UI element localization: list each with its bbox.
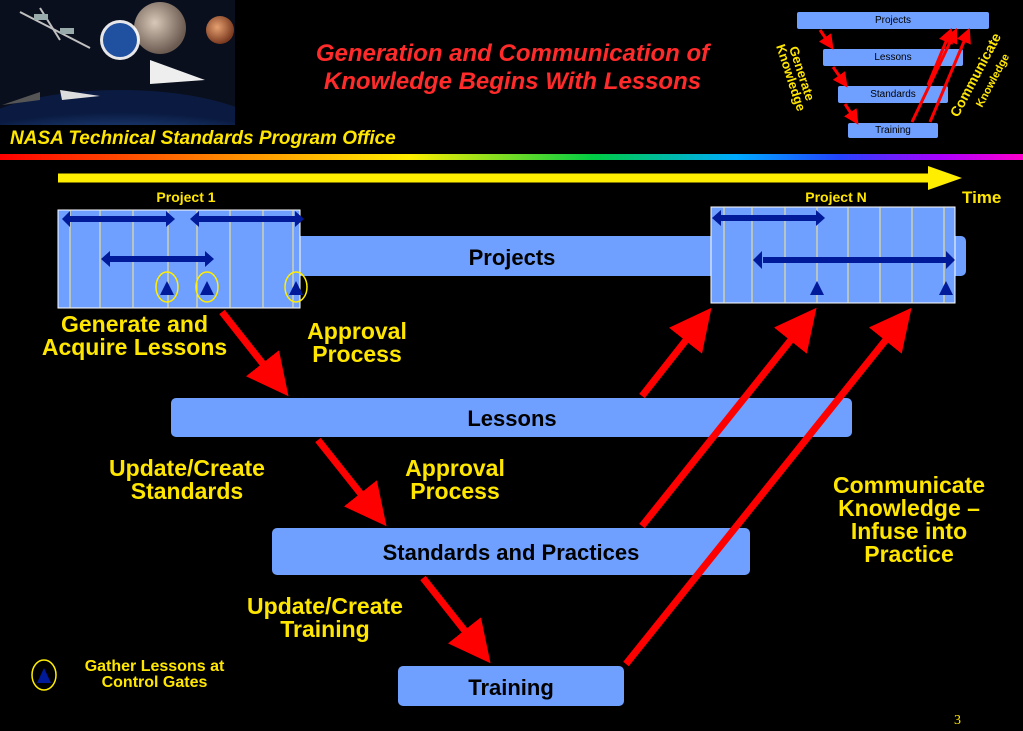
- standards-bar: [272, 528, 750, 575]
- mini-arrow-communicate-3: [926, 27, 953, 86]
- legend-line-1: Gather Lessons at: [84, 658, 225, 675]
- page-number: 3: [954, 713, 961, 728]
- title-line-2: Knowledge Begins With Lessons: [323, 68, 702, 95]
- mini-arrow-generate-2: [831, 66, 848, 88]
- lessons-bar-label: Lessons: [467, 406, 556, 431]
- label-approval1-line-2: Process: [312, 341, 402, 367]
- arrow-training-to-projects: [623, 307, 912, 667]
- time-arrow-head: [928, 166, 962, 190]
- projects-bar-label: Projects: [469, 245, 556, 270]
- arrow-lessons-to-projects: [639, 307, 712, 399]
- mini-bar-standards: Standards: [838, 86, 948, 103]
- arrow-lessons-to-standards: [315, 437, 387, 527]
- label-communicate-line-4: Practice: [864, 541, 954, 567]
- label-update-std-line-1: Update/Create: [109, 455, 265, 481]
- label-generate-line-1: Generate and: [61, 311, 208, 337]
- label-generate-line-2: Acquire Lessons: [41, 334, 228, 360]
- slide-title: Generation and Communication of Knowledg…: [270, 40, 755, 96]
- label-approval-process-1: Approval Process: [282, 320, 432, 366]
- project-n-panel: [710, 206, 956, 304]
- project-1-label: Project 1: [156, 189, 215, 205]
- mini-arrow-communicate-1: [928, 27, 971, 123]
- label-update-standards: Update/Create Standards: [82, 457, 292, 503]
- label-communicate-line-1: Communicate: [832, 472, 986, 498]
- time-label: Time: [962, 188, 1001, 207]
- lessons-bar: [171, 398, 852, 437]
- legend-line-2: Control Gates: [101, 674, 208, 691]
- mini-arrows: [818, 27, 971, 125]
- label-communicate-knowledge: Communicate Knowledge – Infuse into Prac…: [800, 474, 1018, 566]
- mini-bar-training: Training: [848, 123, 938, 138]
- label-approval2-line-2: Process: [410, 478, 500, 504]
- training-bar-label: Training: [468, 675, 554, 700]
- mini-arrow-generate-1: [818, 29, 834, 50]
- label-generate-acquire: Generate and Acquire Lessons: [12, 313, 257, 359]
- label-communicate-line-3: Infuse into: [850, 518, 968, 544]
- office-name: NASA Technical Standards Program Office: [10, 128, 396, 149]
- mini-arrow-communicate-2: [910, 27, 958, 123]
- label-update-train-line-2: Training: [280, 616, 370, 642]
- training-bar: [398, 666, 624, 706]
- space-station-illustration: [0, 0, 235, 125]
- standards-bar-label: Standards and Practices: [383, 540, 640, 565]
- legend-text: Gather Lessons at Control Gates: [62, 659, 247, 691]
- mini-bar-projects: Projects: [797, 12, 989, 29]
- label-update-training: Update/Create Training: [220, 595, 430, 641]
- arrow-standards-to-training: [420, 575, 491, 664]
- title-line-1: Generation and Communication of: [315, 40, 710, 67]
- label-approval2-line-1: Approval: [405, 455, 505, 481]
- label-communicate-line-2: Knowledge –: [838, 495, 980, 521]
- project-n-label: Project N: [805, 189, 866, 205]
- label-approval-process-2: Approval Process: [380, 457, 530, 503]
- rainbow-divider: [0, 154, 1023, 160]
- label-approval1-line-1: Approval: [307, 318, 407, 344]
- label-update-std-line-2: Standards: [130, 478, 244, 504]
- mini-bar-lessons: Lessons: [823, 49, 963, 66]
- arrow-standards-to-projects: [639, 307, 817, 529]
- legend-control-gate-icon: [31, 659, 57, 691]
- mini-arrow-generate-3: [843, 103, 859, 125]
- label-update-train-line-1: Update/Create: [247, 593, 403, 619]
- arrow-projects-to-lessons: [219, 309, 289, 397]
- project-1-panel: [57, 209, 308, 309]
